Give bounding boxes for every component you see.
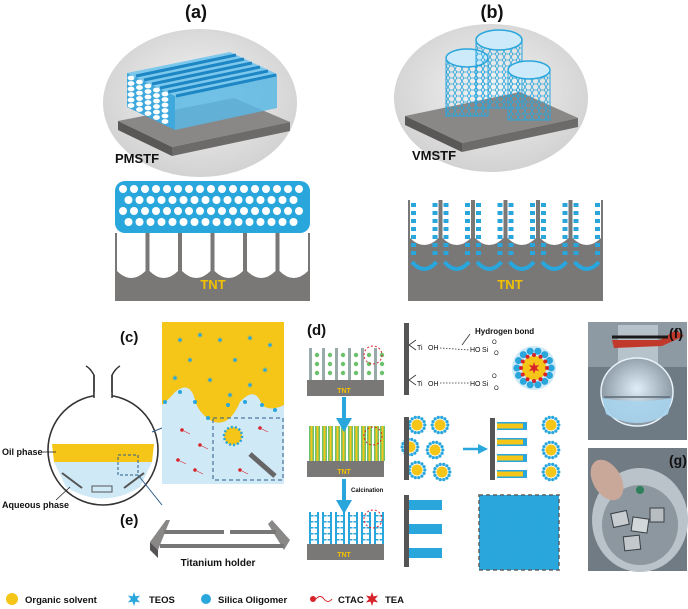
ti-label-1: Ti	[417, 345, 423, 352]
oh-label-1: OH	[428, 345, 439, 352]
teos-star-icon	[127, 592, 141, 606]
hydrogen-bond-schematic	[404, 323, 556, 395]
silica-oligomer-dot-icon	[201, 594, 211, 604]
oil-phase-label: Oil phase	[2, 447, 43, 457]
tea-star-icon	[365, 592, 379, 606]
svg-text:TNT: TNT	[337, 469, 351, 476]
panel-label-f: (f)	[669, 325, 683, 341]
titanium-holder-label: Titanium holder	[181, 558, 256, 569]
pmstf-3d-illustration	[103, 29, 297, 177]
calcination-label: Calcination	[351, 488, 384, 494]
organic-solvent-dot-icon	[6, 593, 18, 605]
ti-label-2: Ti	[417, 381, 423, 388]
photo-g-substrates	[588, 448, 688, 572]
o-label-4: O	[494, 386, 499, 392]
oh-label-2: OH	[428, 381, 439, 388]
oil-water-interface-zoom	[162, 322, 284, 484]
o-label-2: O	[494, 351, 499, 357]
pmstf-cross-section: TNT	[115, 181, 310, 301]
ho-label-1: HO	[470, 347, 481, 354]
panel-label-e: (e)	[120, 512, 138, 529]
o-label-1: O	[492, 340, 497, 346]
panel-label-c: (c)	[120, 329, 138, 346]
titanium-holder-illustration	[150, 520, 290, 558]
vmstf-3d-illustration	[394, 24, 588, 172]
svg-text:TNT: TNT	[337, 552, 351, 559]
legend-organic-solvent: Organic solvent	[25, 595, 98, 606]
calcined-film-schematic	[404, 494, 560, 571]
panel-label-b: (b)	[481, 2, 504, 22]
legend-tea: TEA	[385, 595, 404, 606]
si-label-1: Si	[482, 347, 489, 354]
aqueous-phase-label: Aqueous phase	[2, 500, 69, 510]
process-arrows	[336, 397, 488, 514]
legend-teos: TEOS	[149, 595, 175, 606]
ho-label-2: HO	[470, 381, 481, 388]
legend-ctac: CTAC	[338, 595, 364, 606]
si-label-2: Si	[482, 381, 489, 388]
svg-text:TNT: TNT	[337, 388, 351, 395]
panel-label-a: (a)	[185, 2, 207, 22]
pmstf-label: PMSTF	[115, 151, 159, 166]
tnt-label-a: TNT	[200, 277, 225, 292]
ctac-head-icon	[310, 596, 316, 602]
vmstf-label: VMSTF	[412, 148, 456, 163]
synthesis-steps: TNT TNT TNT	[307, 345, 385, 560]
hydrogen-bond-label: Hydrogen bond	[475, 327, 534, 336]
micelle-assembly	[400, 415, 561, 482]
panel-label-g: (g)	[669, 452, 687, 468]
legend-silica-oligomer: Silica Oligomer	[218, 595, 287, 606]
panel-label-d: (d)	[307, 322, 326, 339]
o-label-3: O	[492, 374, 497, 380]
flask-diagram	[47, 365, 163, 506]
legend: Organic solvent TEOS Silica Oligomer CTA…	[6, 592, 404, 606]
ctac-tail-icon	[315, 596, 333, 602]
vmstf-cross-section: TNT	[408, 200, 603, 301]
tnt-label-b: TNT	[497, 277, 522, 292]
photo-f-flask	[588, 322, 687, 440]
